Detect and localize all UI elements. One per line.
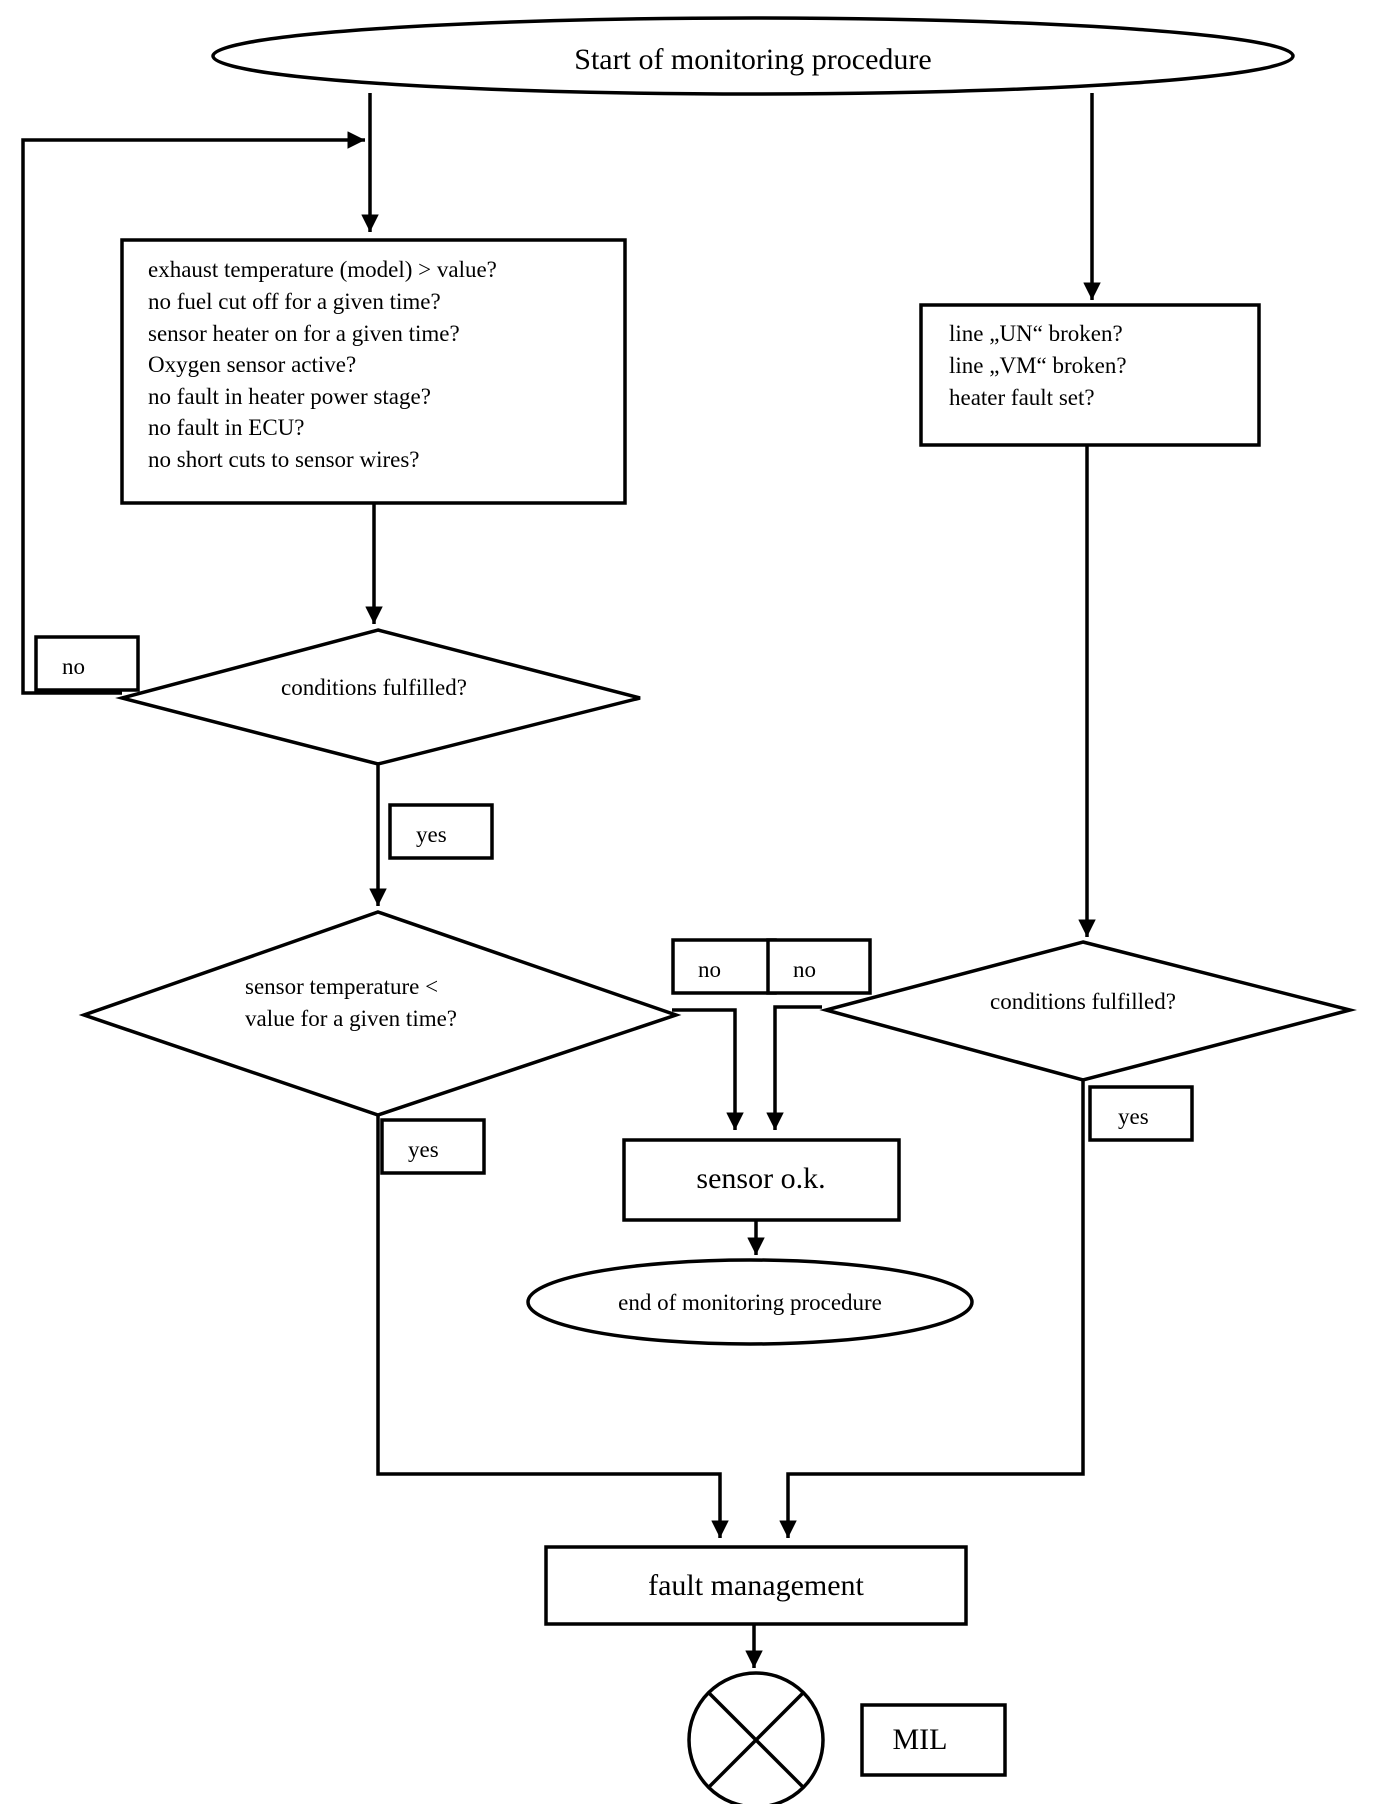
start-label: Start of monitoring procedure (574, 43, 931, 76)
label-no-mid1: no (671, 938, 777, 995)
fault-management-label: fault management (648, 1569, 864, 1602)
fault-management-rect (544, 1545, 968, 1626)
label-box (1088, 1085, 1194, 1142)
label-box (34, 635, 140, 692)
arrow-sensor-temp-no-to-sensor-ok (672, 1008, 744, 1130)
decision-conditions-right: conditions fulfilled? (819, 940, 1357, 1082)
arrow-right-yes-to-fault (779, 1075, 1085, 1538)
label-box (671, 938, 777, 995)
mil-rect (860, 1703, 1007, 1777)
decision-diamond (115, 628, 641, 766)
condition-line: no fault in heater power stage? (148, 384, 431, 409)
condition-line: sensor heater on for a given time? (148, 321, 460, 346)
sensor-ok-box: sensor o.k. (622, 1138, 901, 1222)
label-text: no (698, 957, 721, 982)
mil-lamp-icon (687, 1671, 825, 1804)
label-text: yes (408, 1137, 439, 1162)
lamp-cross-line (707, 1691, 805, 1789)
end-terminal: end of monitoring procedure (526, 1258, 974, 1346)
start-terminal: Start of monitoring procedure (211, 16, 1295, 96)
sensor-ok-rect (622, 1138, 901, 1222)
label-yes-left: yes (388, 803, 494, 860)
decision-diamond (78, 910, 682, 1117)
line-box: line „UN“ broken? line „VM“ broken? heat… (919, 303, 1261, 447)
label-no-left: no (34, 635, 140, 692)
label-text: yes (1118, 1104, 1149, 1129)
line-box-line: line „UN“ broken? (949, 321, 1123, 346)
arrow-sensor-temp-yes-to-fault (376, 1110, 729, 1538)
line-box-line: line „VM“ broken? (949, 353, 1127, 378)
decision-conditions-left: conditions fulfilled? (115, 628, 641, 766)
arrow-right-no-to-sensor-ok (766, 1005, 822, 1130)
label-box (380, 1118, 486, 1175)
line-box-rect (919, 303, 1261, 447)
decision-line: sensor temperature < (245, 974, 438, 999)
sensor-ok-label: sensor o.k. (696, 1162, 825, 1195)
decision-diamond (819, 940, 1357, 1082)
end-label: end of monitoring procedure (618, 1290, 882, 1315)
mil-label: MIL (893, 1723, 948, 1756)
decision-label: conditions fulfilled? (990, 989, 1176, 1014)
mil-label-box: MIL (860, 1703, 1007, 1777)
conditions-rect (120, 238, 627, 505)
label-yes-right: yes (1088, 1085, 1194, 1142)
decision-sensor-temperature: sensor temperature < value for a given t… (78, 910, 682, 1117)
arrow-no-loop-back (21, 131, 365, 695)
line-box-line: heater fault set? (949, 385, 1095, 410)
label-box (388, 803, 494, 860)
label-text: no (793, 957, 816, 982)
condition-line: no fuel cut off for a given time? (148, 289, 441, 314)
condition-line: no short cuts to sensor wires? (148, 447, 420, 472)
condition-line: Oxygen sensor active? (148, 352, 356, 377)
end-ellipse (526, 1258, 974, 1346)
start-ellipse (211, 16, 1295, 96)
fault-management-box: fault management (544, 1545, 968, 1626)
label-no-mid2: no (766, 938, 872, 995)
condition-line: exhaust temperature (model) > value? (148, 257, 497, 282)
conditions-box: exhaust temperature (model) > value? no … (120, 238, 627, 505)
decision-label: conditions fulfilled? (281, 675, 467, 700)
label-text: no (62, 654, 85, 679)
label-box (766, 938, 872, 995)
condition-line: no fault in ECU? (148, 415, 305, 440)
decision-line: value for a given time? (245, 1006, 457, 1031)
label-text: yes (416, 822, 447, 847)
label-yes-sensor: yes (380, 1118, 486, 1175)
